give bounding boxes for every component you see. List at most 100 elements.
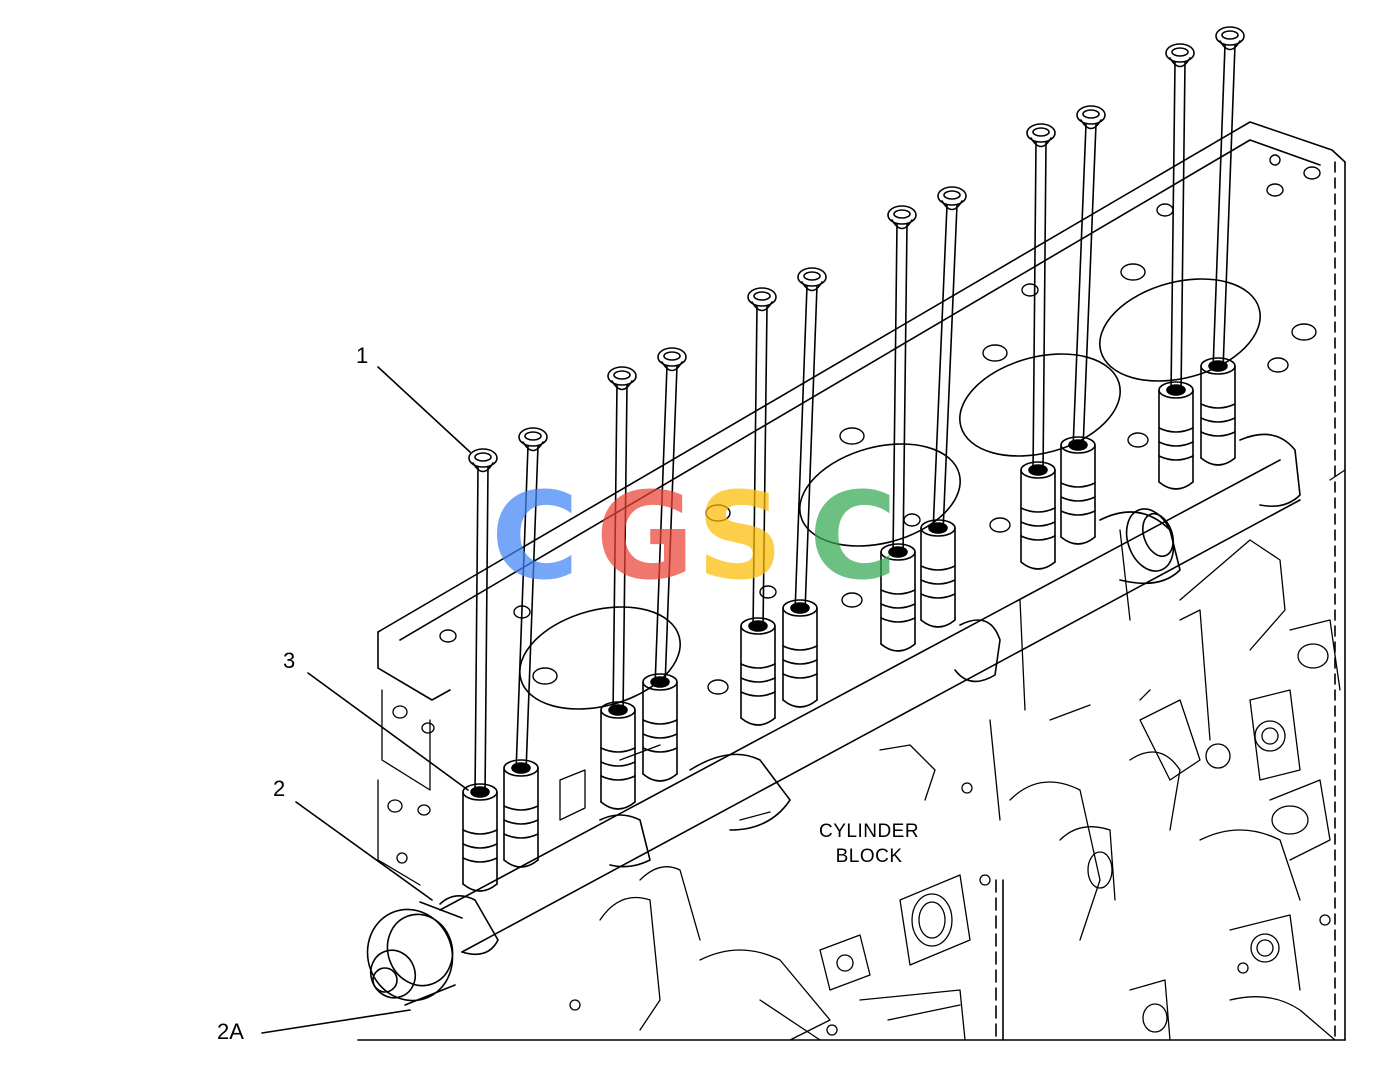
- push-rod-neck: [1030, 137, 1052, 148]
- valve-lifter-band: [1020, 521, 1056, 527]
- push-rod-cup-inner: [474, 452, 492, 462]
- valve-lifter-band: [1158, 455, 1194, 461]
- valve-lifter-top: [503, 759, 539, 777]
- valve-lifter-band: [503, 833, 539, 839]
- push-rod-neck: [1219, 40, 1241, 51]
- valve-lifter-socket: [1166, 384, 1186, 396]
- valve-lifter-band: [1200, 403, 1236, 409]
- push-rod-assembly: [503, 427, 548, 868]
- watermark-letter: S: [697, 468, 783, 607]
- valve-lifter-top: [1158, 381, 1194, 399]
- valve-lifter-top: [642, 673, 678, 691]
- valve-lifter-top: [740, 617, 776, 635]
- valve-lifter-socket: [1028, 464, 1048, 476]
- valve-lifter-body: [1158, 389, 1194, 483]
- valve-lifter-body: [782, 607, 818, 701]
- push-rod-cup-inner: [613, 370, 631, 380]
- push-rod-cup: [797, 267, 827, 287]
- valve-lifter-band: [642, 719, 678, 725]
- valve-lifter-band: [462, 829, 498, 835]
- valve-lifter-band: [642, 747, 678, 753]
- valve-lifter-band: [600, 761, 636, 767]
- valve-lifter-band: [600, 775, 636, 781]
- valve-lifter-top: [600, 701, 636, 719]
- valve-lifter-band: [740, 691, 776, 697]
- valve-lifter-body: [503, 767, 539, 861]
- push-rod-cup: [937, 186, 967, 206]
- valve-lifter-top: [880, 543, 916, 561]
- valve-lifter-band: [600, 747, 636, 753]
- valve-lifter-body: [1020, 469, 1056, 563]
- push-rod-shaft-edge: [1212, 44, 1226, 371]
- valve-lifter-band: [462, 843, 498, 849]
- push-rod-cup: [518, 427, 548, 447]
- valve-lifter-body: [462, 791, 498, 885]
- push-rod-cup-inner: [1171, 47, 1189, 57]
- valve-lifter-top: [920, 519, 956, 537]
- push-rod-shaft-edge: [1082, 123, 1097, 450]
- push-rod-shaft-edge: [902, 223, 908, 557]
- valve-lifter-band: [920, 565, 956, 571]
- push-rod-cup-inner: [663, 351, 681, 361]
- callout-3-label: 3: [283, 648, 296, 673]
- cylinder-block-label-line1: CYLINDER: [819, 821, 920, 842]
- push-rod-cup-inner: [1221, 30, 1239, 40]
- valve-lifter-body: [642, 681, 678, 775]
- push-rod-shaft-edge: [752, 305, 758, 631]
- cylinder-block-deck: [357, 121, 1346, 1041]
- push-rod-assembly: [1060, 105, 1106, 545]
- valve-lifter-band: [1060, 510, 1096, 516]
- deck-holes: [439, 154, 1321, 695]
- push-rod-shaft-edge: [664, 365, 678, 687]
- push-rod-neck: [751, 301, 773, 312]
- valve-lifter-socket: [470, 786, 490, 798]
- cylinder-block-label: CYLINDER BLOCK: [815, 820, 924, 870]
- valve-lifter-socket: [748, 620, 768, 632]
- valve-lifter-band: [1020, 507, 1056, 513]
- valve-lifter-socket: [928, 522, 948, 534]
- push-rod-assembly: [1020, 123, 1056, 570]
- push-rod-assembly: [920, 186, 967, 628]
- push-rod-neck: [1080, 119, 1102, 130]
- valve-lifter-body: [880, 551, 916, 645]
- valve-lifter-foot: [782, 699, 818, 708]
- valve-lifter-band: [1158, 427, 1194, 433]
- push-rod-shaft-edge: [525, 445, 539, 773]
- push-rod-shaft-edge: [1222, 44, 1236, 371]
- push-rod-shaft-edge: [612, 384, 618, 715]
- push-rod-cup-inner: [1082, 109, 1100, 119]
- valve-lifter-socket: [1068, 439, 1088, 451]
- valve-lifter-band: [920, 593, 956, 599]
- valve-lifter-band: [782, 673, 818, 679]
- push-rod-assembly: [600, 366, 637, 810]
- push-rod-shaft-edge: [1072, 123, 1087, 450]
- callout-2a-label: 2A: [217, 1019, 244, 1044]
- valve-lifter-body: [920, 527, 956, 621]
- push-rod-cup: [468, 448, 498, 468]
- push-rod-cup: [607, 366, 637, 386]
- push-rod-cup: [747, 287, 777, 307]
- push-rod-assembly: [880, 205, 917, 652]
- valve-lifter-band: [740, 663, 776, 669]
- valve-lifter-socket: [790, 602, 810, 614]
- valve-lifter-band: [1060, 482, 1096, 488]
- push-rod-shaft-edge: [622, 384, 628, 715]
- valve-lifter-top: [462, 783, 498, 801]
- valve-lifter-band: [1158, 441, 1194, 447]
- callout-1-label: 1: [356, 343, 369, 368]
- valve-lifter-socket: [1208, 360, 1228, 372]
- callout-leaders: [261, 366, 471, 1034]
- push-rod-assembly: [782, 267, 827, 708]
- push-rod-cup: [1215, 26, 1245, 46]
- valve-lifter-body: [600, 709, 636, 803]
- push-rod-neck: [661, 361, 683, 372]
- valve-lifter-body: [740, 625, 776, 719]
- push-rod-neck: [1169, 57, 1191, 68]
- valve-lifter-band: [503, 819, 539, 825]
- push-rod-assembly: [1158, 43, 1195, 490]
- valve-lifter-band: [920, 579, 956, 585]
- callout-2-label: 2: [273, 776, 286, 801]
- push-rod-assemblies: [462, 26, 1245, 892]
